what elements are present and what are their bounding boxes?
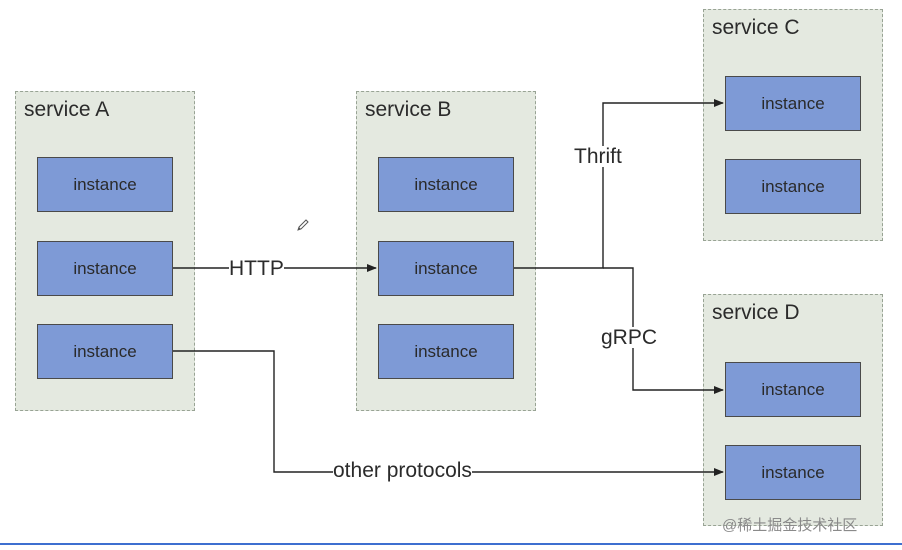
- edge-thrift: [514, 99, 724, 269]
- service-b-instance-2: instance: [378, 241, 514, 296]
- service-b-instance-3: instance: [378, 324, 514, 379]
- service-d-instance-2: instance: [725, 445, 861, 500]
- edge-label-other-protocols: other protocols: [333, 459, 472, 482]
- service-a-title: service A: [24, 98, 110, 121]
- service-d-instance-1: instance: [725, 362, 861, 417]
- service-a-instance-3: instance: [37, 324, 173, 379]
- edge-label-grpc: gRPC: [601, 326, 658, 349]
- service-a-instance-1: instance: [37, 157, 173, 212]
- service-c-instance-1: instance: [725, 76, 861, 131]
- service-a-instance-2: instance: [37, 241, 173, 296]
- bottom-accent-rule: [0, 543, 902, 545]
- edge-other-protocols: [173, 350, 724, 476]
- service-d-title: service D: [712, 301, 800, 324]
- edge-label-thrift: Thrift: [574, 145, 622, 168]
- service-c-title: service C: [712, 16, 800, 39]
- pencil-icon: [297, 219, 309, 231]
- edge-label-http: HTTP: [229, 257, 284, 280]
- watermark: @稀土掘金技术社区: [722, 517, 858, 534]
- service-b-title: service B: [365, 98, 452, 121]
- service-c-instance-2: instance: [725, 159, 861, 214]
- service-b-instance-1: instance: [378, 157, 514, 212]
